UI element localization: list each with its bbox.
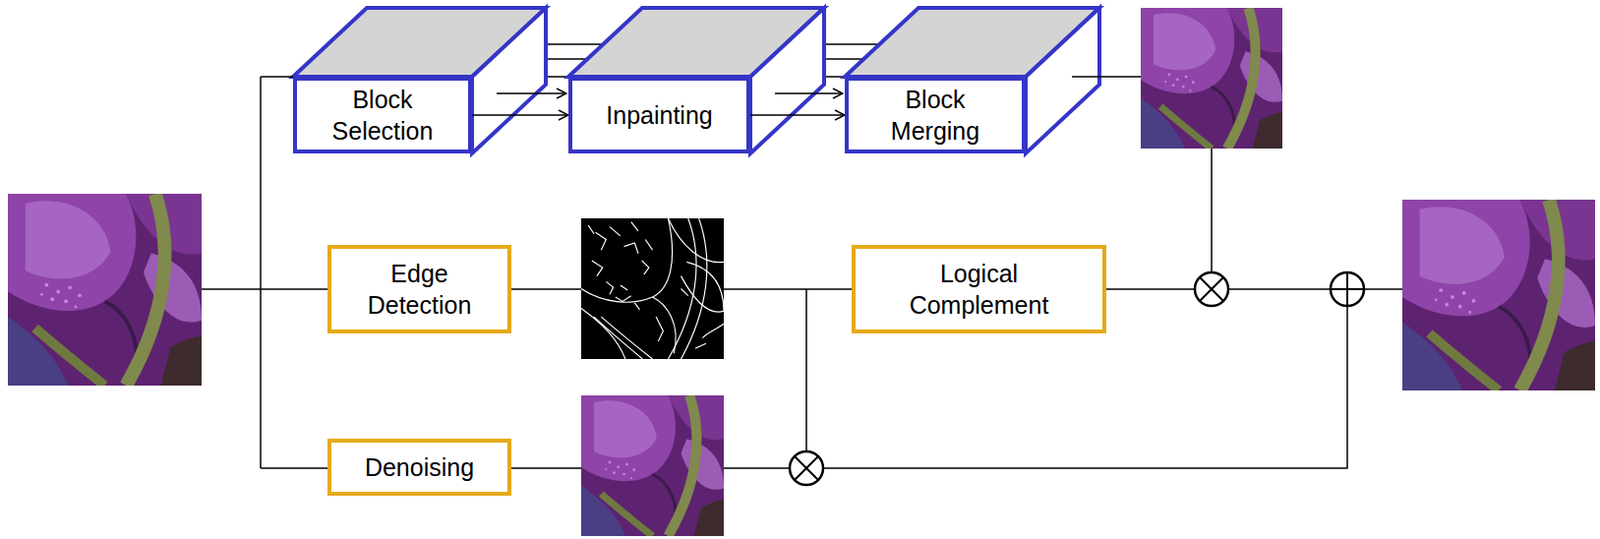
multiply-symbol [789, 451, 824, 485]
box-label: Denoising [364, 451, 475, 484]
wire [260, 75, 294, 78]
block-merging-box: Block Merging [844, 76, 1026, 154]
multiply-symbol [1194, 272, 1229, 306]
wire [511, 467, 582, 470]
wire [1363, 288, 1403, 291]
wire [1071, 75, 1141, 78]
edge-detection-box: Edge Detection [327, 244, 512, 334]
connector [750, 114, 845, 117]
add-symbol [1330, 272, 1364, 306]
input-image [7, 193, 202, 386]
cube-side [1025, 7, 1100, 154]
box-label: Edge Detection [355, 257, 484, 322]
edge-map-image [581, 218, 724, 359]
denoised-image [581, 395, 724, 536]
inpainted-image [1140, 7, 1283, 149]
wire [260, 288, 328, 291]
wire [259, 76, 262, 469]
wire [201, 288, 261, 291]
wire [805, 289, 808, 452]
wire [723, 467, 790, 470]
box-label: Logical Complement [895, 257, 1064, 322]
cube-shapes [293, 7, 1100, 154]
add-symbol [1330, 272, 1364, 306]
multiply-symbol [794, 456, 819, 480]
denoising-box: Denoising [327, 438, 512, 496]
wire [1106, 288, 1195, 291]
inpainting-box: Inpainting [568, 76, 751, 154]
wire [260, 467, 328, 470]
connector [472, 114, 569, 117]
block-arrow [774, 92, 843, 95]
logical-complement-box: Logical Complement [851, 244, 1107, 334]
box-label: Block Selection [318, 83, 447, 148]
wire [1228, 288, 1331, 291]
box-label: Inpainting [605, 99, 712, 132]
cube-side [750, 7, 825, 154]
multiply-symbol [1199, 277, 1224, 301]
box-label: Block Merging [866, 83, 1005, 148]
output-image [1402, 199, 1596, 391]
cube-side [472, 7, 546, 154]
wire [1210, 148, 1213, 273]
block-selection-box: Block Selection [293, 76, 473, 154]
block-arrow [496, 92, 567, 95]
